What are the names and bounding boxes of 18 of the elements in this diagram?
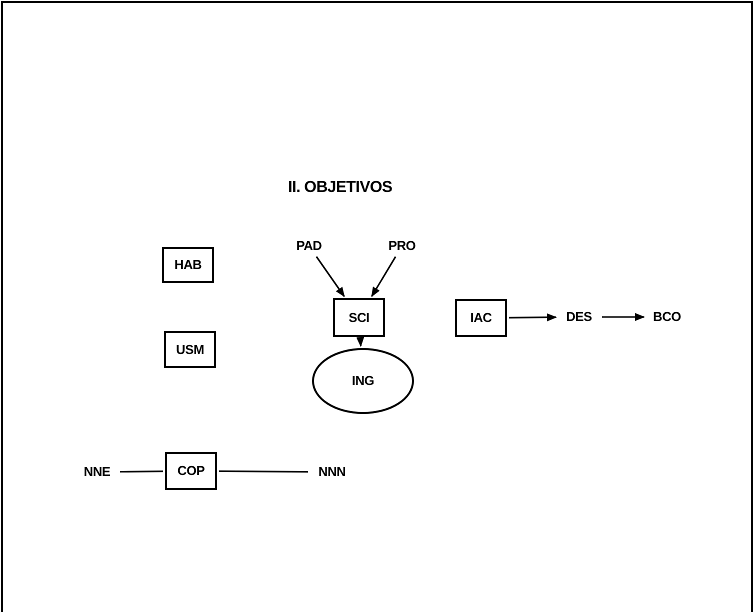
node-label: DES	[560, 308, 598, 326]
arrow	[602, 313, 645, 321]
process-box: IAC	[455, 299, 507, 337]
ellipse-node: ING	[312, 348, 414, 414]
process-box: COP	[165, 452, 217, 490]
arrow	[509, 313, 557, 322]
arrow	[356, 336, 364, 348]
node-label: PAD	[290, 237, 328, 255]
node-label: NNE	[78, 463, 116, 481]
node-label: BCO	[648, 308, 686, 326]
arrow	[316, 256, 345, 298]
title: II. OBJETIVOS	[288, 178, 392, 198]
process-box: HAB	[162, 247, 214, 283]
process-box: SCI	[333, 298, 385, 337]
process-box: USM	[164, 331, 216, 368]
arrow	[371, 256, 396, 298]
node-label: PRO	[383, 237, 421, 255]
node-label: NNN	[312, 463, 352, 481]
